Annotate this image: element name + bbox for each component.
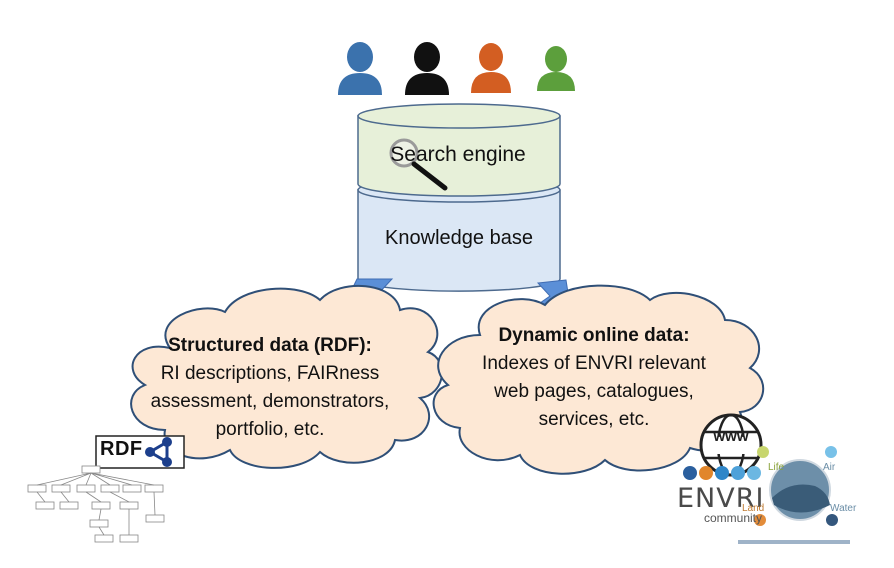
structured-data-line: assessment, demonstrators, <box>150 391 390 412</box>
domain-air-label: Air <box>823 462 836 473</box>
www-label: www <box>713 428 749 445</box>
domain-life-label: Life <box>768 462 785 473</box>
rdf-graph-sketch <box>27 465 165 543</box>
envri-logo <box>683 446 850 544</box>
structured-data-line: portfolio, etc. <box>215 419 325 440</box>
structured-data-title: Structured data (RDF): <box>168 335 372 356</box>
structured-data-line: RI descriptions, FAIRness <box>160 363 380 384</box>
dynamic-data-text: Dynamic online data: Indexes of ENVRI re… <box>440 322 748 434</box>
user-black-icon <box>405 42 449 95</box>
domain-land-label: Land <box>742 503 765 514</box>
user-orange-icon <box>471 43 511 93</box>
knowledge-base-label: Knowledge base <box>385 227 533 249</box>
www-globe-icon <box>699 413 763 477</box>
dynamic-data-line: web pages, catalogues, <box>494 381 694 402</box>
dynamic-data-line: services, etc. <box>538 409 650 430</box>
dynamic-data-line: Indexes of ENVRI relevant <box>482 353 706 374</box>
search-engine-label: Search engine <box>390 143 526 166</box>
user-green-icon <box>537 46 575 91</box>
user-blue-icon <box>338 42 382 95</box>
structured-data-cloud <box>130 284 443 469</box>
envri-logo-text: ENVRI <box>677 483 765 514</box>
structured-data-text: Structured data (RDF): RI descriptions, … <box>120 332 420 444</box>
search-engine-cylinder <box>357 103 561 197</box>
dynamic-data-title: Dynamic online data: <box>498 325 690 346</box>
rdf-logo-text: RDF <box>100 438 143 460</box>
domain-water-label: Water <box>830 503 857 514</box>
envri-community-text: community <box>704 511 763 525</box>
magnifier-icon <box>389 138 448 191</box>
rdf-logo <box>95 435 185 469</box>
